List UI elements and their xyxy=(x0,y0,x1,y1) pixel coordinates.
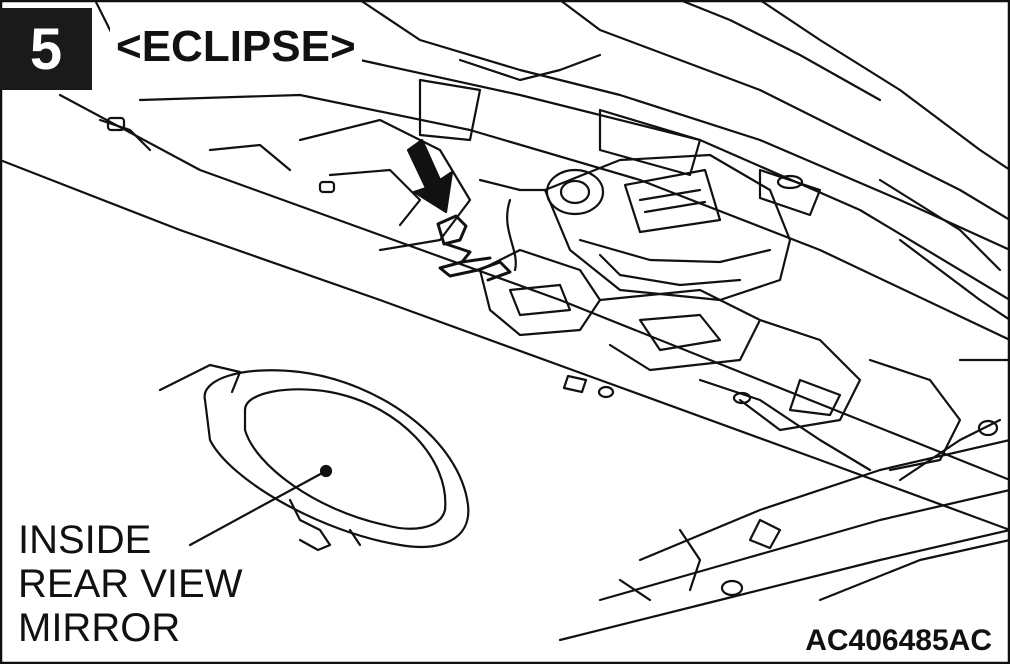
overhead-bracket xyxy=(478,248,962,472)
windshield-frame xyxy=(558,358,1010,642)
down-arrow-icon xyxy=(406,138,454,214)
connector-icon xyxy=(436,214,512,282)
callout-leader xyxy=(188,464,333,547)
callout-line-1: INSIDE xyxy=(18,518,152,562)
callout-line-2: REAR VIEW xyxy=(18,562,243,606)
callout-label: INSIDE REAR VIEW MIRROR xyxy=(18,518,242,650)
model-label: <ECLIPSE> xyxy=(110,22,362,72)
rear-view-mirror xyxy=(158,363,470,552)
callout-line-3: MIRROR xyxy=(18,606,181,650)
step-number-badge: 5 xyxy=(0,8,92,90)
sensor-module xyxy=(478,153,792,302)
roof-structure xyxy=(0,0,1010,532)
figure-code: AC406485AC xyxy=(801,624,996,658)
